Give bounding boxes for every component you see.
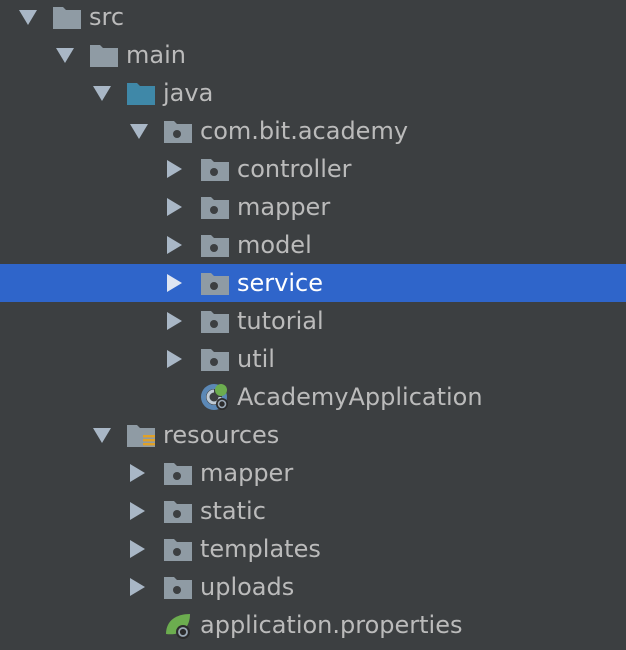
tree-item-controller[interactable]: controller [0,150,626,188]
tree-item-src[interactable]: src [0,0,626,36]
expand-arrow-down-icon[interactable] [56,48,74,63]
tree-item-academyapplication[interactable]: AcademyApplication [0,378,626,416]
package-icon [163,118,193,144]
tree-item-label: uploads [200,573,295,601]
tree-item-label: mapper [200,459,294,487]
tree-item-tutorial[interactable]: tutorial [0,302,626,340]
tree-item-label: controller [237,155,352,183]
tree-item-label: model [237,231,312,259]
tree-item-label: java [163,79,214,107]
expand-arrow-right-icon[interactable] [167,198,182,216]
tree-item-model[interactable]: model [0,226,626,264]
package-icon [163,536,193,562]
tree-item-label: resources [163,421,280,449]
tree-item-label: src [89,3,125,31]
tree-item-label: tutorial [237,307,324,335]
tree-item-mapper[interactable]: mapper [0,188,626,226]
tree-item-label: static [200,497,266,525]
tree-item-label: service [237,269,323,297]
tree-item-com-bit-academy[interactable]: com.bit.academy [0,112,626,150]
tree-item-mapper[interactable]: mapper [0,454,626,492]
tree-item-templates[interactable]: templates [0,530,626,568]
package-icon [200,194,230,220]
package-icon [200,232,230,258]
tree-item-label: mapper [237,193,331,221]
expand-arrow-down-icon[interactable] [19,10,37,25]
folder-icon [52,4,82,30]
tree-item-label: templates [200,535,321,563]
package-icon [200,270,230,296]
folder-icon [89,42,119,68]
expand-arrow-down-icon[interactable] [130,124,148,139]
package-icon [200,156,230,182]
expand-arrow-right-icon[interactable] [130,502,145,520]
spring-properties-icon [163,610,193,639]
tree-item-label: com.bit.academy [200,117,409,145]
tree-item-static[interactable]: static [0,492,626,530]
expand-arrow-right-icon[interactable] [130,578,145,596]
expand-arrow-right-icon[interactable] [130,464,145,482]
tree-item-resources[interactable]: resources [0,416,626,454]
expand-arrow-right-icon[interactable] [167,274,182,292]
tree-item-java[interactable]: java [0,74,626,112]
package-icon [163,460,193,486]
package-icon [200,346,230,372]
expand-arrow-right-icon[interactable] [167,236,182,254]
package-icon [163,498,193,524]
expand-arrow-right-icon[interactable] [130,540,145,558]
expand-arrow-right-icon[interactable] [167,160,182,178]
tree-item-label: util [237,345,275,373]
tree-item-label: application.properties [200,611,463,639]
tree-item-application-properties[interactable]: application.properties [0,606,626,644]
resources-folder-icon [126,422,156,448]
tree-item-util[interactable]: util [0,340,626,378]
expand-arrow-right-icon[interactable] [167,350,182,368]
expand-arrow-down-icon[interactable] [93,86,111,101]
expand-arrow-right-icon[interactable] [167,312,182,330]
package-icon [163,574,193,600]
spring-boot-class-icon [200,382,230,410]
tree-item-service[interactable]: service [0,264,626,302]
source-folder-icon [126,80,156,106]
tree-item-uploads[interactable]: uploads [0,568,626,606]
package-icon [200,308,230,334]
expand-arrow-down-icon[interactable] [93,428,111,443]
tree-item-label: AcademyApplication [237,383,483,411]
tree-item-main[interactable]: main [0,36,626,74]
tree-item-label: main [126,41,186,69]
